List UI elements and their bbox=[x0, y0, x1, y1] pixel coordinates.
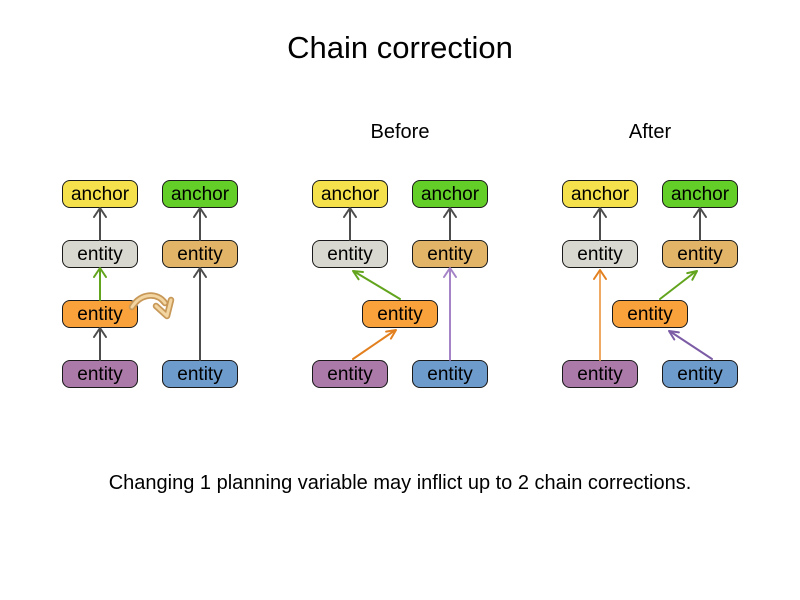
arrow-orange-to-gray bbox=[352, 270, 401, 300]
after-anchor-yellow: anchor bbox=[562, 180, 638, 208]
example-entity-tan: entity bbox=[162, 240, 238, 268]
arrow-orange-to-tan bbox=[659, 270, 698, 300]
arrow-purple-to-orange bbox=[93, 327, 107, 361]
arrow-purple-to-gray bbox=[593, 269, 607, 361]
arrow-purple-to-orange bbox=[352, 329, 397, 360]
arrow-tan-to-anchor bbox=[193, 207, 207, 241]
arrow-blue-to-tan bbox=[443, 267, 457, 361]
before-anchor-yellow: anchor bbox=[312, 180, 388, 208]
arrow-blue-to-orange bbox=[668, 330, 713, 360]
before-entity-tan: entity bbox=[412, 240, 488, 268]
before-entity-blue: entity bbox=[412, 360, 488, 388]
arrow-gray-to-anchor bbox=[343, 207, 357, 241]
before-arrows bbox=[343, 207, 457, 361]
after-entity-blue: entity bbox=[662, 360, 738, 388]
arrow-gray-to-anchor bbox=[593, 207, 607, 241]
page-title: Chain correction bbox=[287, 30, 513, 65]
arrow-tan-to-anchor bbox=[443, 207, 457, 241]
after-entity-orange: entity bbox=[612, 300, 688, 328]
after-entity-tan: entity bbox=[662, 240, 738, 268]
after-anchor-green: anchor bbox=[662, 180, 738, 208]
example-anchor-green: anchor bbox=[162, 180, 238, 208]
arrow-blue-to-tan bbox=[193, 267, 207, 361]
example-entity-purple: entity bbox=[62, 360, 138, 388]
example-arrows bbox=[93, 207, 207, 361]
before-entity-gray: entity bbox=[312, 240, 388, 268]
after-entity-gray: entity bbox=[562, 240, 638, 268]
arrow-orange-to-gray bbox=[93, 267, 107, 301]
example-entity-orange: entity bbox=[62, 300, 138, 328]
before-entity-purple: entity bbox=[312, 360, 388, 388]
arrow-tan-to-anchor bbox=[693, 207, 707, 241]
after-arrows bbox=[593, 207, 713, 361]
after-entity-purple: entity bbox=[562, 360, 638, 388]
example-entity-blue: entity bbox=[162, 360, 238, 388]
before-anchor-green: anchor bbox=[412, 180, 488, 208]
example-anchor-yellow: anchor bbox=[62, 180, 138, 208]
example-entity-gray: entity bbox=[62, 240, 138, 268]
after-label: After bbox=[628, 121, 672, 143]
before-entity-orange: entity bbox=[362, 300, 438, 328]
before-label: Before bbox=[370, 121, 430, 143]
caption: Changing 1 planning variable may inflict… bbox=[108, 472, 692, 494]
arrow-gray-to-anchor bbox=[93, 207, 107, 241]
